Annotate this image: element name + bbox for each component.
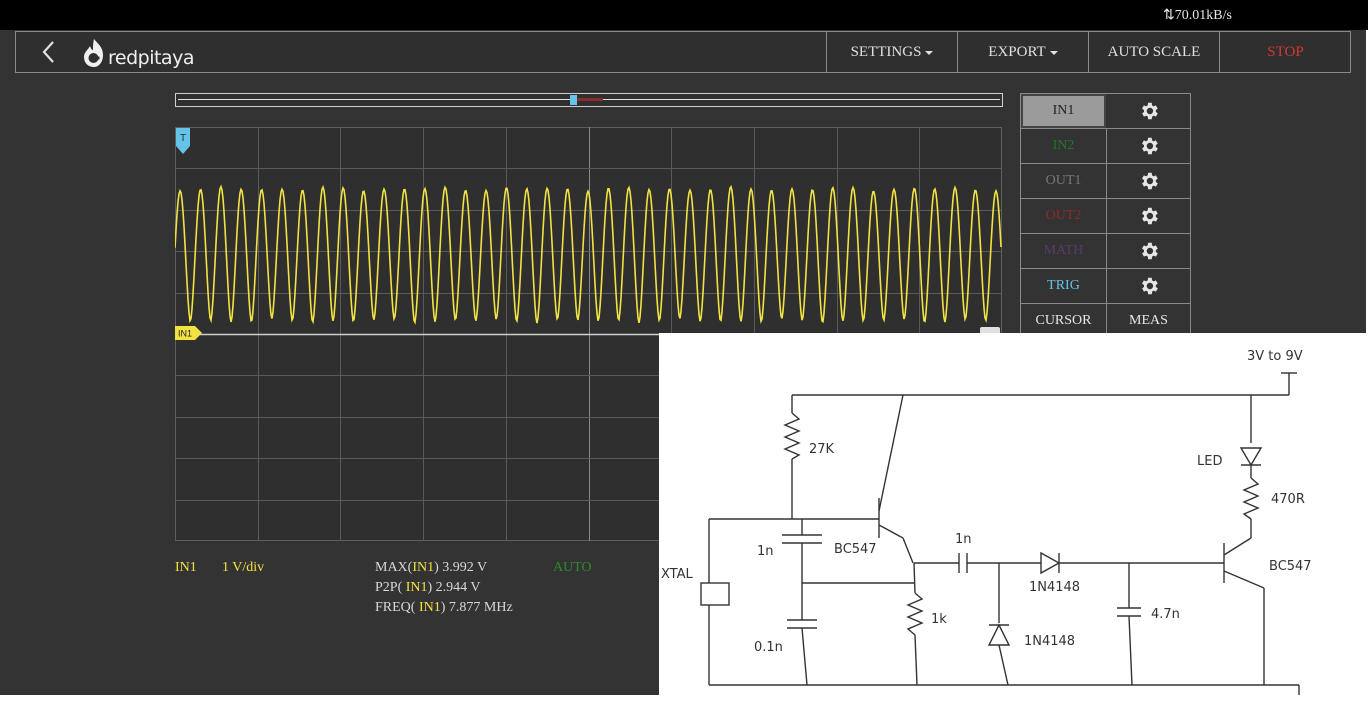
trigger-marker[interactable]: T — [176, 128, 190, 154]
info-scale: 1 V/div — [222, 560, 265, 575]
settings-label: SETTINGS — [850, 43, 922, 60]
channel-toggle-out1[interactable]: OUT1 — [1021, 164, 1107, 198]
channel-toggle-trig[interactable]: TRIG — [1021, 269, 1107, 303]
gear-icon — [1141, 242, 1158, 260]
gear-icon — [1141, 207, 1158, 225]
export-menu-button[interactable]: EXPORT — [957, 32, 1088, 72]
view-window-marker — [577, 98, 603, 101]
navbar: redpitaya SETTINGS EXPORT AUTO SCALE STO… — [15, 31, 1351, 73]
data-rate-indicator: ⇅70.01kB/s — [1163, 7, 1232, 24]
gear-icon — [1141, 102, 1158, 120]
logo-text: redpitaya — [108, 47, 194, 69]
buffer-scrollbar[interactable] — [175, 93, 1003, 107]
r2-label: 1k — [931, 612, 947, 627]
channel-row-in2: IN2 — [1021, 129, 1190, 164]
settings-menu-button[interactable]: SETTINGS — [826, 32, 957, 72]
in1-marker-label: IN1 — [178, 329, 192, 339]
cursor-button[interactable]: CURSOR — [1021, 304, 1107, 338]
stop-label: STOP — [1267, 43, 1304, 60]
freq-channel: IN1 — [418, 600, 441, 615]
meas-button[interactable]: MEAS — [1129, 313, 1168, 328]
in1-trace — [175, 184, 1002, 325]
d2-label: 1N4148 — [1024, 634, 1075, 649]
d1-label: 1N4148 — [1029, 580, 1080, 595]
channel-settings-out2[interactable] — [1107, 199, 1190, 233]
channel-toggle-in1[interactable]: IN1 — [1021, 94, 1106, 128]
channel-settings-trig[interactable] — [1107, 269, 1190, 303]
channel-toggle-out2[interactable]: OUT2 — [1021, 199, 1107, 233]
stop-button[interactable]: STOP — [1219, 32, 1351, 72]
back-icon[interactable] — [38, 40, 62, 64]
channel-row-out2: OUT2 — [1021, 199, 1190, 234]
scrollbar-thumb[interactable] — [570, 95, 577, 105]
gear-icon — [1141, 137, 1158, 155]
gear-icon — [1141, 172, 1158, 190]
max-measurement: MAX(IN1) 3.992 V — [375, 560, 487, 576]
circuit-schematic: 3V to 9V 27K 1n BC547 0.1n 1k XTAL 1n 1N… — [659, 333, 1366, 695]
acquisition-mode: AUTO — [553, 560, 592, 575]
logo: redpitaya — [82, 38, 194, 69]
c3-label: 1n — [955, 532, 972, 547]
c2-label: 0.1n — [754, 640, 783, 655]
crystal-label: XTAL — [661, 567, 694, 582]
c1-label: 1n — [757, 544, 774, 559]
p2p-prefix: P2P( — [375, 580, 406, 595]
freq-value: ) 7.877 MHz — [440, 600, 513, 615]
r1-label: 27K — [809, 442, 835, 457]
status-bar: ⇅70.01kB/s — [0, 0, 1368, 30]
channel-settings-in1[interactable] — [1107, 94, 1190, 128]
caret-down-icon — [925, 51, 934, 55]
caret-down-icon — [1049, 51, 1058, 55]
auto-scale-button[interactable]: AUTO SCALE — [1088, 32, 1219, 72]
channel-row-trig: TRIG — [1021, 269, 1190, 304]
tools-row: CURSOR MEAS — [1021, 304, 1190, 338]
channel-toggle-in2[interactable]: IN2 — [1021, 129, 1107, 163]
export-label: EXPORT — [988, 43, 1046, 60]
freq-measurement: FREQ( IN1) 7.877 MHz — [375, 600, 513, 616]
gear-icon — [1141, 277, 1158, 295]
max-value: ) 3.992 V — [434, 560, 488, 575]
data-rate-text: 70.01kB/s — [1174, 8, 1232, 23]
q2-label: BC547 — [1269, 559, 1312, 574]
channel-toggle-math[interactable]: MATH — [1021, 234, 1107, 268]
channel-settings-out1[interactable] — [1107, 164, 1190, 198]
max-channel: IN1 — [412, 560, 435, 575]
trigger-marker-label: T — [180, 133, 186, 144]
transfer-arrows-icon: ⇅ — [1163, 8, 1175, 23]
supply-label: 3V to 9V — [1247, 349, 1303, 364]
p2p-channel: IN1 — [405, 580, 428, 595]
r3-label: 470R — [1271, 492, 1305, 507]
c4-label: 4.7n — [1151, 607, 1180, 622]
p2p-measurement: P2P( IN1) 2.944 V — [375, 580, 481, 596]
auto-scale-label: AUTO SCALE — [1107, 43, 1201, 60]
in1-offset-marker[interactable]: IN1 — [175, 326, 203, 340]
info-channel: IN1 — [175, 560, 197, 575]
p2p-value: ) 2.944 V — [427, 580, 481, 595]
channel-row-in1: IN1 — [1021, 94, 1190, 129]
channel-settings-math[interactable] — [1107, 234, 1190, 268]
led-label: LED — [1197, 454, 1222, 469]
freq-prefix: FREQ( — [375, 600, 419, 615]
channel-row-out1: OUT1 — [1021, 164, 1190, 199]
q1-label: BC547 — [834, 542, 877, 557]
channel-row-math: MATH — [1021, 234, 1190, 269]
flame-logo-icon — [84, 39, 103, 67]
max-prefix: MAX( — [375, 560, 413, 575]
channel-settings-in2[interactable] — [1107, 129, 1190, 163]
